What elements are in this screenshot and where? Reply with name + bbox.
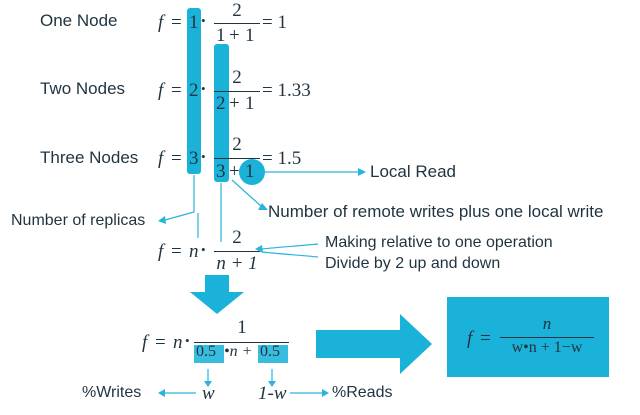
coef-writes-highlight <box>194 345 224 363</box>
weighted-f: f <box>142 332 148 353</box>
row1-numerator: 2 <box>232 0 242 21</box>
row1-n: 1 <box>189 12 199 33</box>
n-column-highlight <box>187 8 201 174</box>
weighted-numerator: 1 <box>237 317 247 338</box>
relative-note-line2: Divide by 2 up and down <box>325 255 501 272</box>
row3-den-n: 3 <box>216 161 226 182</box>
row2-den-plus: + <box>229 93 240 114</box>
writes-label: %Writes <box>82 384 142 401</box>
right-block-arrow <box>316 314 432 374</box>
remote-writes-label: Number of remote writes plus one local w… <box>268 202 604 221</box>
row2-den-1: 1 <box>245 93 255 114</box>
one-minus-w-symbol: 1-w <box>258 383 287 404</box>
row1-result: = 1 <box>262 12 287 33</box>
general-fraction-bar <box>214 251 260 252</box>
coef-reads-highlight <box>258 345 288 363</box>
row1-dot: • <box>201 13 206 28</box>
row2-den-n: 2 <box>216 93 226 114</box>
weighted-dot: • <box>185 333 190 348</box>
row2-n: 2 <box>189 80 199 101</box>
result-numerator: n <box>542 314 552 333</box>
row1-f: f <box>158 12 164 33</box>
weighted-c1: 0.5 <box>196 343 216 360</box>
general-numerator: 2 <box>232 227 242 248</box>
row-label-two-nodes: Two Nodes <box>40 79 126 98</box>
general-denominator: n + 1 <box>216 253 258 274</box>
row3-numerator: 2 <box>232 134 242 155</box>
row1-den-n: 1 <box>216 25 226 46</box>
row3-fraction-bar <box>214 158 260 159</box>
row-label-one-node: One Node <box>40 11 118 30</box>
row3-result: = 1.5 <box>262 148 302 169</box>
weighted-fraction-bar <box>194 342 289 343</box>
weighted-n: n <box>173 332 183 353</box>
row1-den-1: 1 <box>245 25 255 46</box>
denominator-column-highlight <box>214 44 229 182</box>
row-label-three-nodes: Three Nodes <box>40 148 139 167</box>
result-fraction-bar <box>500 337 594 338</box>
weighted-mid: •n + <box>224 343 253 360</box>
weighted-c2: 0.5 <box>260 343 280 360</box>
row2-fraction-bar <box>214 91 260 92</box>
reads-label: %Reads <box>332 384 393 401</box>
result-denominator: w•n + 1−w <box>511 339 583 356</box>
w-symbol: w <box>202 383 215 404</box>
row3-den-plus: + <box>229 161 240 182</box>
row2-numerator: 2 <box>232 67 242 88</box>
row3-n: 3 <box>189 148 199 169</box>
down-block-arrow <box>190 275 244 314</box>
general-f: f <box>158 241 164 262</box>
general-dot: • <box>201 242 206 257</box>
result-f: f <box>467 328 473 349</box>
local-read-label: Local Read <box>370 162 457 181</box>
row3-dot: • <box>201 149 206 164</box>
row3-den-1: 1 <box>245 161 255 182</box>
row1-den-plus: + <box>229 25 240 46</box>
general-eq: = <box>171 241 182 262</box>
weighted-eq: = <box>155 332 166 353</box>
row2-result: = 1.33 <box>262 80 311 101</box>
row2-dot: • <box>201 81 206 96</box>
row3-f: f <box>158 148 164 169</box>
result-eq: = <box>480 328 491 349</box>
row2-f: f <box>158 80 164 101</box>
row1-fraction-bar <box>214 23 260 24</box>
replicas-label: Number of replicas <box>11 212 146 229</box>
relative-note-line1: Making relative to one operation <box>325 234 553 251</box>
row2-eq: = <box>171 80 182 101</box>
general-n: n <box>189 241 199 262</box>
row3-eq: = <box>171 148 182 169</box>
row1-eq: = <box>171 12 182 33</box>
